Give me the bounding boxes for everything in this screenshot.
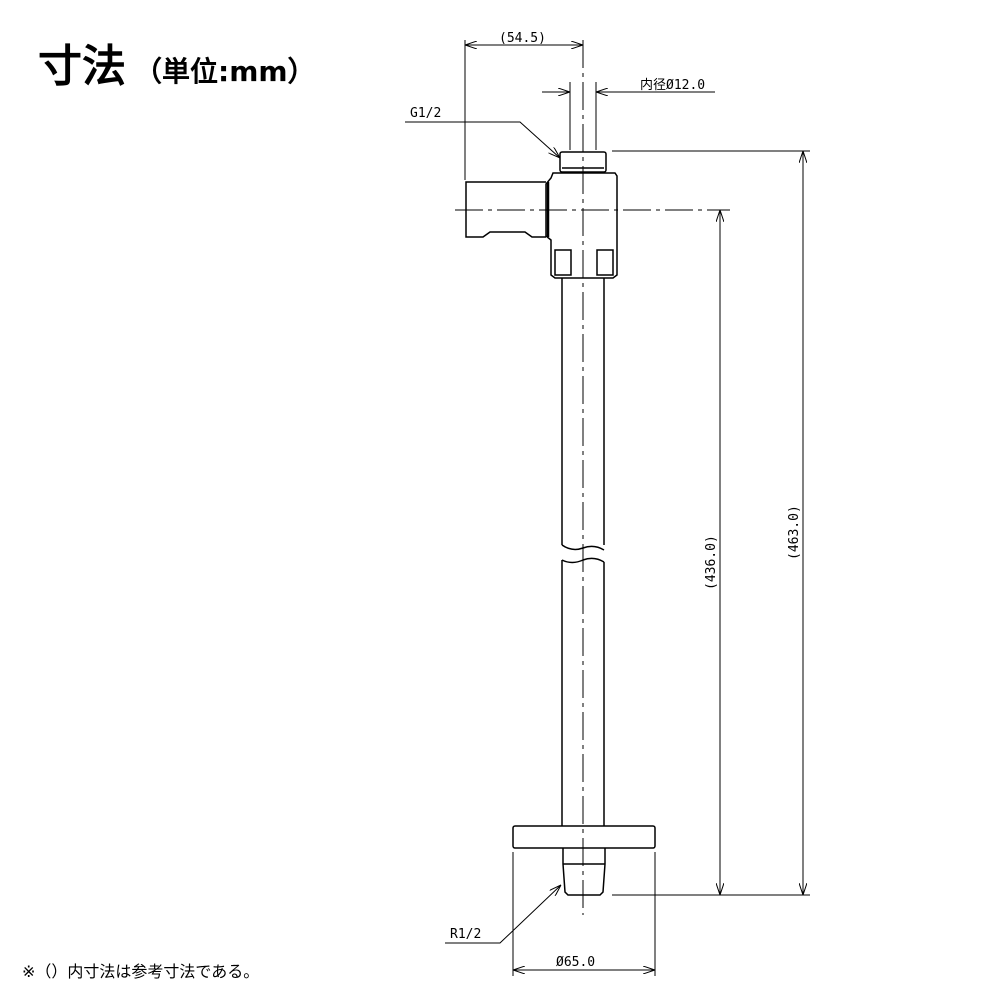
dim-arm-length: (54.5)	[499, 31, 546, 46]
thread-bottom-label: R1/2	[450, 927, 481, 942]
title-main: 寸法	[38, 41, 126, 92]
dim-flange-diameter: Ø65.0	[556, 955, 595, 970]
dim-center-height: (436.0)	[704, 535, 719, 590]
faucet-body	[465, 151, 656, 896]
page-title: 寸法（単位:mm）	[38, 30, 316, 94]
dim-inner-diameter: 内径Ø12.0	[640, 77, 705, 93]
thread-top-label: G1/2	[410, 106, 441, 121]
dim-overall-height: (463.0)	[787, 505, 802, 560]
footnote: ※（）内寸法は参考寸法である。	[22, 962, 260, 981]
title-unit: （単位:mm）	[134, 55, 316, 88]
